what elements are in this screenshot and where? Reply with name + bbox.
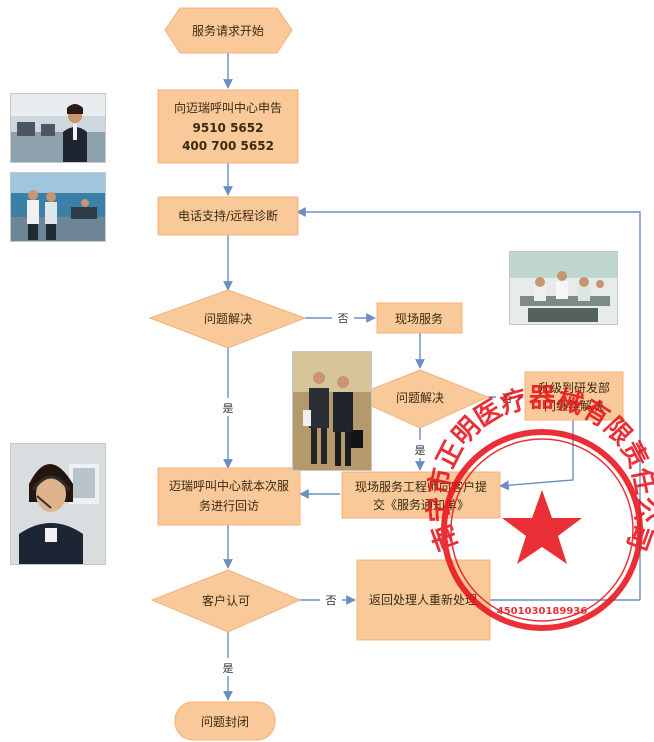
- office-team-photo: [10, 172, 106, 242]
- edge-labels: 否 是 否 是 否 是: [217, 308, 518, 676]
- label-yes-2: 是: [415, 444, 426, 457]
- label-yes-3: 是: [223, 662, 234, 675]
- edge-loop-to-phone: [296, 207, 641, 600]
- node-decision2: [350, 369, 490, 429]
- headset-operator-photo: [10, 443, 106, 565]
- stamp-star-icon: [502, 490, 582, 564]
- node-end: [174, 701, 276, 741]
- node-end-label: 问题封闭: [201, 715, 249, 729]
- node-report: [157, 89, 299, 164]
- label-yes-1: 是: [223, 402, 234, 415]
- node-onsite: [376, 302, 463, 334]
- node-escalate-line1: 升级到研发部: [538, 380, 610, 395]
- call-center-agent-photo: [10, 93, 106, 163]
- label-no-3: 否: [326, 594, 337, 607]
- node-decision3-label: 客户认可: [202, 593, 250, 608]
- stamp-number: 4501030189936: [497, 606, 587, 617]
- engineers-walking-photo: [292, 351, 372, 471]
- node-phone-support: [157, 196, 299, 236]
- node-escalate-line2: 门继续解决: [544, 398, 604, 413]
- node-start: [164, 7, 293, 54]
- node-callback-line2: 务进行回访: [199, 498, 259, 513]
- node-report-line2: 9510 5652: [193, 121, 264, 135]
- node-texts: 服务请求开始 向迈瑞呼叫中心申告 9510 5652 400 700 5652 …: [169, 23, 610, 729]
- node-engineer-line1: 现场服务工程师向客户提: [355, 479, 487, 494]
- node-engineer: [341, 471, 501, 519]
- node-decision3: [150, 569, 302, 633]
- node-report-line1: 向迈瑞呼叫中心申告: [174, 100, 282, 115]
- label-no-1: 否: [338, 312, 349, 325]
- node-decision1: [148, 289, 307, 349]
- node-report-line3: 400 700 5652: [182, 139, 274, 153]
- label-no-2: 否: [502, 392, 513, 405]
- node-onsite-label: 现场服务: [395, 311, 443, 326]
- node-decision2-label: 问题解决: [396, 391, 444, 405]
- node-phone-support-label: 电话支持/远程诊断: [178, 208, 278, 223]
- meeting-photo: [509, 251, 618, 325]
- node-callback: [157, 467, 301, 526]
- node-decision1-label: 问题解决: [204, 312, 252, 326]
- node-start-label: 服务请求开始: [192, 23, 264, 38]
- node-escalate: [524, 371, 624, 421]
- node-return-label: 返回处理人重新处理: [369, 592, 477, 607]
- node-return: [356, 559, 491, 641]
- nodes: [148, 7, 624, 741]
- node-callback-line1: 迈瑞呼叫中心就本次服: [169, 478, 289, 493]
